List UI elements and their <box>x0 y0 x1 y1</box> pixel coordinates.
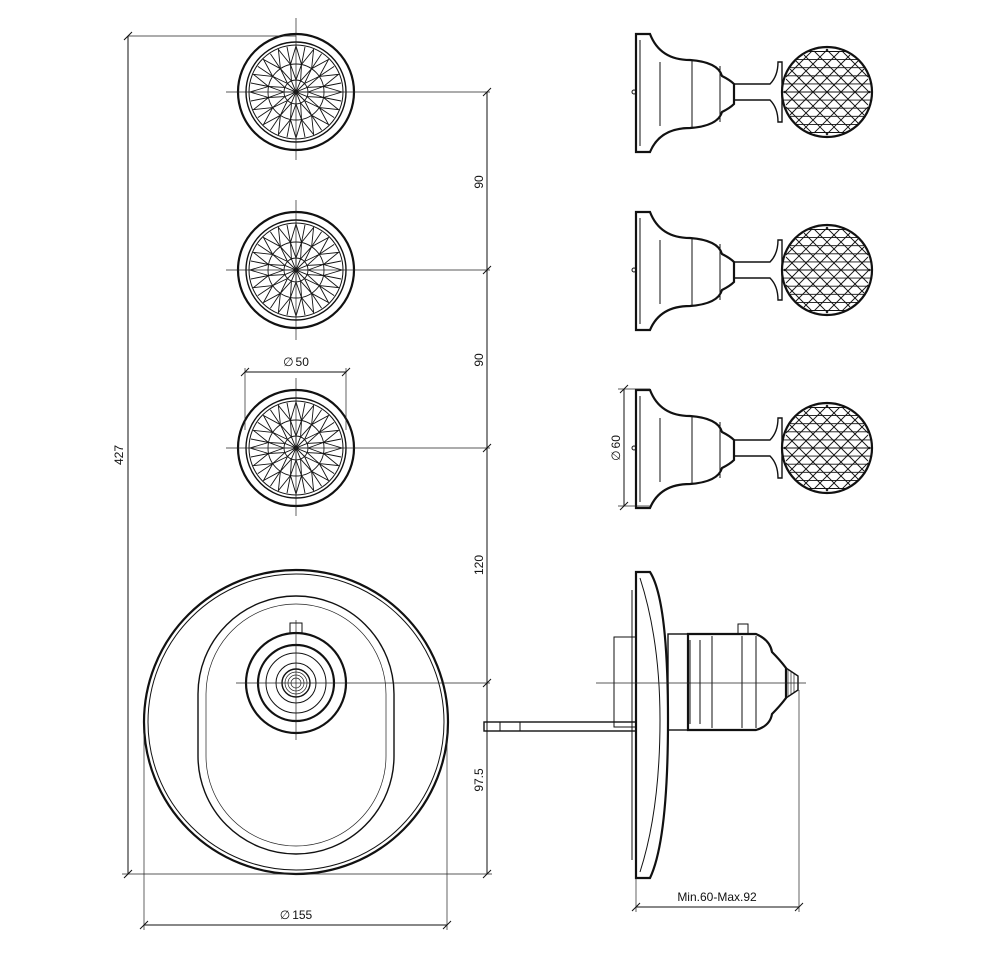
front-knob-top <box>236 32 356 152</box>
dimension-label-depth: Min.60-Max.92 <box>677 890 757 904</box>
dimension-total-height <box>122 31 296 879</box>
dimension-label-60: ∅60 <box>609 435 623 461</box>
dimension-label-120: 120 <box>472 555 486 575</box>
side-knob-middle <box>631 210 874 332</box>
front-base-plate <box>142 568 490 876</box>
dimension-flange-diameter <box>618 384 650 511</box>
dimension-label-427: 427 <box>112 445 126 465</box>
front-knob-bottom <box>236 388 356 508</box>
side-knob-bottom <box>631 388 874 510</box>
side-valve-body <box>483 570 806 880</box>
dimension-label-90-a: 90 <box>472 175 486 189</box>
dimension-plate-diameter <box>139 730 452 930</box>
dimension-chain-right <box>296 87 492 879</box>
dimension-knob-diameter <box>240 367 351 430</box>
dimension-label-155: ∅155 <box>280 908 313 922</box>
dimension-label-97-5: 97.5 <box>472 768 486 792</box>
side-knob-top <box>631 32 874 154</box>
knob-centerlines <box>226 18 490 516</box>
front-knob-middle <box>236 210 356 330</box>
dimension-label-50: ∅50 <box>283 355 309 369</box>
dimension-depth <box>631 690 804 912</box>
dimension-label-90-b: 90 <box>472 353 486 367</box>
